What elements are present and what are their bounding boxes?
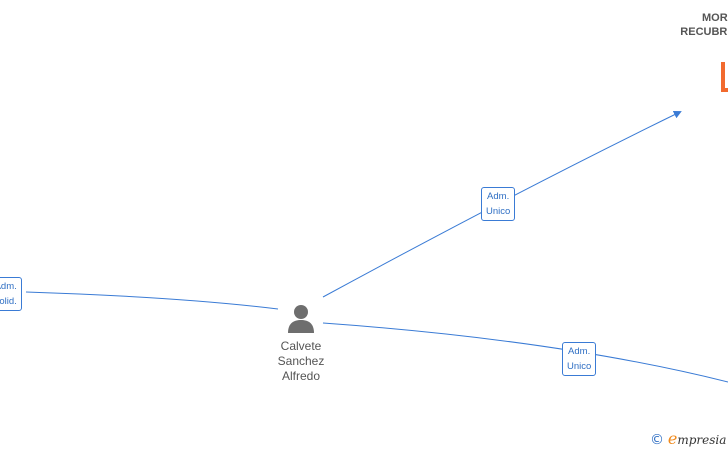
edge-label-adm-unico-top[interactable]: Adm. Unico [481, 187, 516, 221]
edge-label-line1: Adm. [0, 281, 17, 292]
edge-label-line1: Adm. [487, 191, 510, 202]
person-name-line3: Alfredo [281, 369, 321, 383]
edge-label-line1: Adm. [568, 346, 591, 357]
person-name: Calvete Sanchez Alfredo [270, 339, 332, 384]
person-icon [288, 305, 314, 333]
company-name-line2: RECUBR [680, 26, 728, 38]
copyright-icon: © [650, 432, 664, 448]
person-name-line1: Calvete [280, 339, 322, 353]
empresia-watermark: © empresia [650, 429, 726, 448]
person-node[interactable]: Calvete Sanchez Alfredo [270, 303, 332, 384]
empresia-logo-text: mpresia [677, 433, 727, 447]
person-name-line2: Sanchez [277, 354, 325, 368]
edge-label-line2: Unico [567, 361, 592, 372]
edge-label-line2: Unico [486, 206, 511, 217]
edge-label-line2: Solid. [0, 296, 17, 307]
company-icon[interactable] [721, 62, 728, 92]
edge-left-to-person [25, 291, 279, 310]
company-title[interactable]: MOR RECUBR [680, 11, 728, 39]
edge-label-adm-unico-bottom[interactable]: Adm. Unico [562, 342, 597, 376]
company-name-line1: MOR [702, 12, 728, 24]
edge-person-to-right [322, 322, 728, 383]
edge-label-adm-solid-left[interactable]: Adm. Solid. [0, 277, 22, 311]
empresia-logo-letter: e [667, 429, 678, 448]
